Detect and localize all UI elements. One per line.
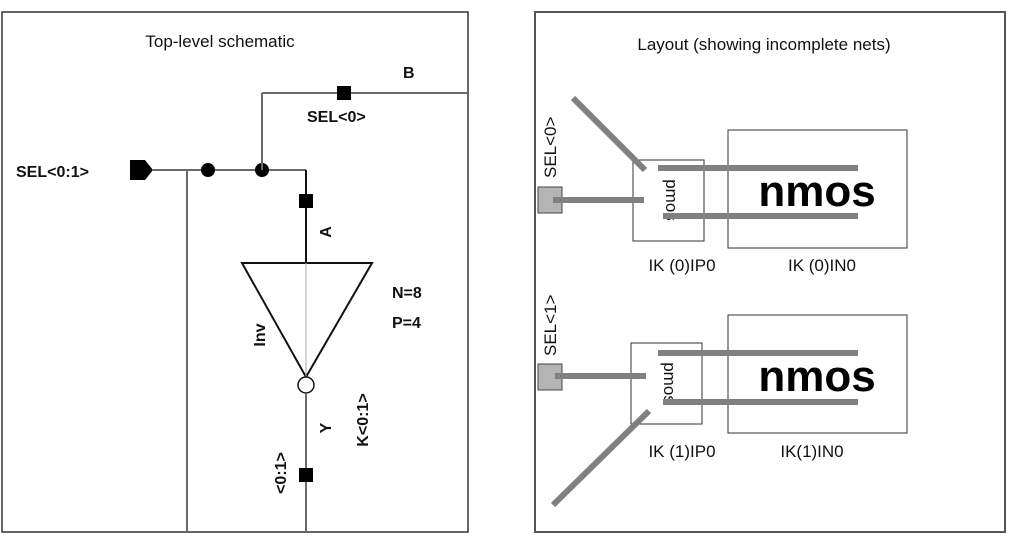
layout-row-1: SEL<1> nmos pmos IK (1)IP0 IK(1)IN0	[537, 294, 908, 508]
layout-frame	[534, 11, 1006, 533]
sel0-pin-label: SEL<0>	[541, 116, 560, 178]
inverter-label: Inv	[252, 323, 269, 346]
output-bus-label: <0:1>	[273, 452, 290, 494]
nmos-0-label: nmos	[758, 167, 875, 216]
pmos-1-label: pmos	[660, 362, 679, 404]
nmos-0-instance-label: IK (0)IN0	[788, 256, 856, 275]
layout-title: Layout (showing incomplete nets)	[637, 35, 890, 54]
layout-panel: Layout (showing incomplete nets) SEL<0> …	[534, 11, 1006, 533]
pmos-0-instance-label: IK (0)IP0	[648, 256, 715, 275]
inverter-symbol-icon[interactable]	[240, 262, 374, 380]
net-sel0-terminal-icon[interactable]	[337, 86, 351, 100]
pmos-1-box[interactable]	[630, 342, 703, 425]
pmos-0-label: pmos	[662, 179, 681, 221]
nmos-0-box[interactable]	[727, 129, 908, 249]
nmos-1-instance-label: IK(1)IN0	[780, 442, 843, 461]
schematic-title: Top-level schematic	[145, 32, 295, 51]
nmos-1-label: nmos	[758, 352, 875, 401]
net-0-diagonal-wire	[570, 95, 648, 173]
bus-input-pin-icon[interactable]	[130, 160, 153, 180]
schematic-panel: Top-level schematic SEL<0:1> B SEL<0> A …	[1, 11, 469, 533]
junction-dot-1	[201, 163, 215, 177]
net-sel0-label: SEL<0>	[307, 109, 366, 126]
pin-a-label: A	[318, 226, 335, 238]
bus-pin-label: SEL<0:1>	[16, 164, 89, 181]
net-b-label: B	[403, 65, 415, 82]
instance-label: K<0:1>	[355, 393, 372, 446]
sel1-pin-label: SEL<1>	[541, 294, 560, 356]
nmos-1-box[interactable]	[727, 314, 908, 434]
layout-row-0: SEL<0> nmos pmos IK (0)IP0 IK (0)IN0	[537, 95, 908, 275]
pin-y-label: Y	[318, 422, 335, 433]
inverter-bubble-icon	[297, 376, 315, 394]
output-terminal-icon[interactable]	[299, 468, 313, 482]
pmos-1-instance-label: IK (1)IP0	[648, 442, 715, 461]
schematic-frame	[1, 11, 469, 533]
net-1-diagonal-wire	[550, 408, 652, 508]
param-p-label: P=4	[392, 315, 421, 332]
param-n-label: N=8	[392, 285, 422, 302]
pin-a-terminal-icon[interactable]	[299, 194, 313, 208]
